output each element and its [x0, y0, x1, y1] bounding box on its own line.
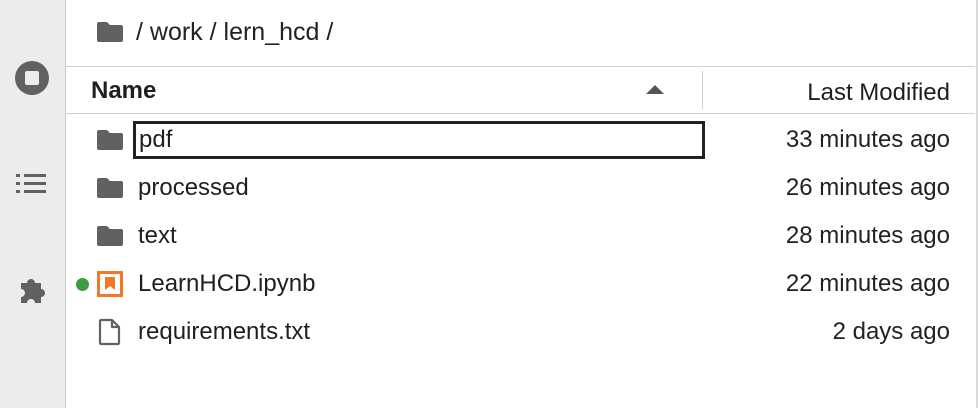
- folder-icon[interactable]: [96, 21, 124, 43]
- left-sidebar: [0, 0, 66, 408]
- notebook-icon: [96, 271, 124, 297]
- last-modified-column-header[interactable]: Last Modified: [807, 79, 950, 106]
- list-item[interactable]: processed 26 minutes ago: [66, 164, 975, 212]
- breadcrumb: / work / lern_hcd /: [96, 12, 333, 52]
- file-list-header: Name Last Modified: [66, 66, 975, 114]
- breadcrumb-path[interactable]: / work / lern_hcd /: [136, 17, 334, 46]
- modified-time: 22 minutes ago: [785, 270, 950, 297]
- folder-icon: [96, 175, 124, 201]
- modified-time: 26 minutes ago: [785, 174, 950, 201]
- file-list: 33 minutes ago processed 26 minutes ago: [66, 116, 975, 356]
- table-of-contents-icon[interactable]: [12, 164, 52, 204]
- panel-border: [976, 0, 978, 408]
- name-column-header[interactable]: Name: [91, 77, 157, 104]
- list-item[interactable]: LearnHCD.ipynb 22 minutes ago: [66, 260, 975, 308]
- file-name: requirements.txt: [138, 318, 311, 345]
- folder-icon: [96, 223, 124, 249]
- folder-icon: [96, 127, 124, 153]
- list-item[interactable]: 33 minutes ago: [66, 116, 975, 164]
- file-name: processed: [138, 174, 249, 201]
- list-item[interactable]: requirements.txt 2 days ago: [66, 308, 975, 356]
- file-name: LearnHCD.ipynb: [138, 270, 316, 297]
- file-icon: [96, 318, 124, 346]
- modified-time: 28 minutes ago: [785, 222, 950, 249]
- running-indicator-icon: [76, 278, 89, 291]
- file-name: text: [138, 222, 177, 249]
- modified-time: 33 minutes ago: [785, 126, 950, 153]
- column-divider[interactable]: [702, 71, 703, 109]
- running-sessions-icon[interactable]: [12, 58, 52, 98]
- modified-time: 2 days ago: [832, 318, 950, 345]
- list-item[interactable]: text 28 minutes ago: [66, 212, 975, 260]
- file-browser-panel: / work / lern_hcd / Name Last Modified 3…: [66, 0, 978, 408]
- rename-input[interactable]: [133, 121, 705, 159]
- sort-ascending-icon[interactable]: [646, 85, 664, 94]
- extension-manager-icon[interactable]: [12, 270, 52, 310]
